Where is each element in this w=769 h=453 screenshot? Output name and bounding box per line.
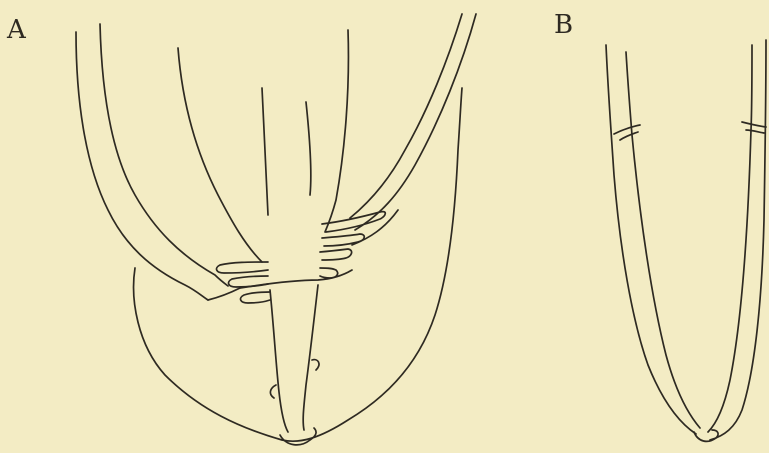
panel-a-tail-stem-left: [270, 290, 288, 432]
panel-a-left-outer-line: [76, 32, 208, 300]
panel-b-drawing: [606, 40, 766, 441]
panel-a-stem-notch-right: [312, 360, 319, 370]
panel-b-right-constriction: [742, 122, 766, 127]
panel-a-drawing: [76, 14, 476, 445]
panel-a-central-line-3: [306, 102, 311, 195]
panel-a-tail-tip: [280, 428, 316, 445]
panel-b-label: B: [554, 12, 573, 38]
panel-b-left-inner-wall: [626, 52, 700, 428]
panel-a-body-outline: [134, 88, 462, 441]
panel-a-central-line-4: [325, 30, 348, 232]
panel-a-right-papilla-3: [320, 249, 352, 260]
panel-a-right-outer-line: [355, 14, 476, 230]
panel-a-left-wall-join: [208, 288, 240, 300]
panel-b-right-inner-wall: [708, 45, 752, 432]
panel-a-right-papilla-4: [320, 268, 338, 278]
panel-a-left-papilla-2: [229, 276, 268, 287]
panel-b-left-constriction-2: [620, 132, 638, 140]
panel-a-right-inner-line: [350, 14, 462, 218]
panel-a-label: A: [7, 17, 26, 43]
panel-b-right-outer-wall: [710, 40, 766, 440]
panel-a-stem-notch-left: [270, 385, 276, 398]
panel-a-central-line-1: [178, 48, 262, 262]
panel-a-central-line-2: [262, 88, 268, 215]
panel-b-right-constriction-2: [746, 130, 764, 133]
panel-b-tail-tip: [694, 430, 718, 441]
panel-a-left-papilla-3: [241, 292, 270, 303]
panel-a-right-papilla-2: [322, 234, 364, 246]
panel-b-left-outer-wall: [606, 45, 696, 434]
panel-a-left-papilla-1: [217, 262, 268, 273]
panel-a-tail-stem-right: [303, 285, 318, 430]
panel-a-left-inner-line: [100, 24, 228, 286]
